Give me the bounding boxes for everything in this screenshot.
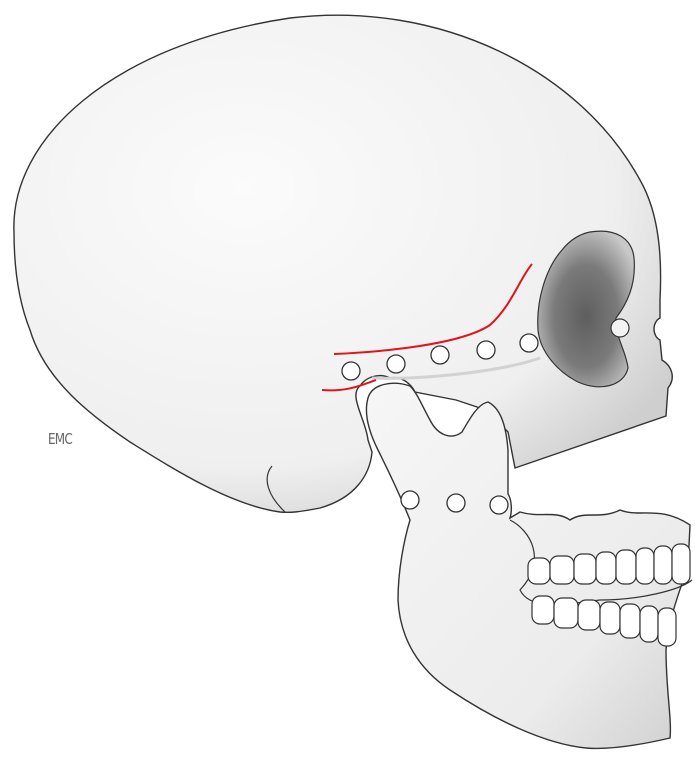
cranial-hole-1 bbox=[342, 362, 360, 380]
tooth-13 bbox=[620, 604, 640, 638]
cranial-hole-5 bbox=[520, 334, 538, 352]
artist-signature: EMC bbox=[48, 430, 72, 448]
tooth-5 bbox=[616, 550, 636, 584]
tooth-3 bbox=[574, 554, 596, 584]
mandible-hole-3 bbox=[490, 496, 508, 514]
tooth-14 bbox=[640, 606, 658, 642]
tooth-1 bbox=[528, 558, 550, 584]
cranial-hole-3 bbox=[431, 346, 449, 364]
tooth-4 bbox=[596, 552, 616, 584]
tooth-9 bbox=[532, 596, 554, 624]
cranial-hole-4 bbox=[477, 341, 495, 359]
tooth-10 bbox=[554, 598, 578, 628]
mandible-hole-1 bbox=[401, 491, 419, 509]
mandible-hole-2 bbox=[447, 494, 465, 512]
tooth-8 bbox=[672, 544, 690, 584]
tooth-6 bbox=[636, 548, 654, 584]
cranial-hole-2 bbox=[387, 355, 405, 373]
tooth-2 bbox=[550, 556, 574, 584]
tooth-15 bbox=[658, 608, 676, 646]
tooth-12 bbox=[600, 602, 620, 634]
orbit-notch bbox=[611, 319, 629, 337]
tooth-7 bbox=[654, 546, 672, 584]
tooth-11 bbox=[578, 600, 600, 630]
